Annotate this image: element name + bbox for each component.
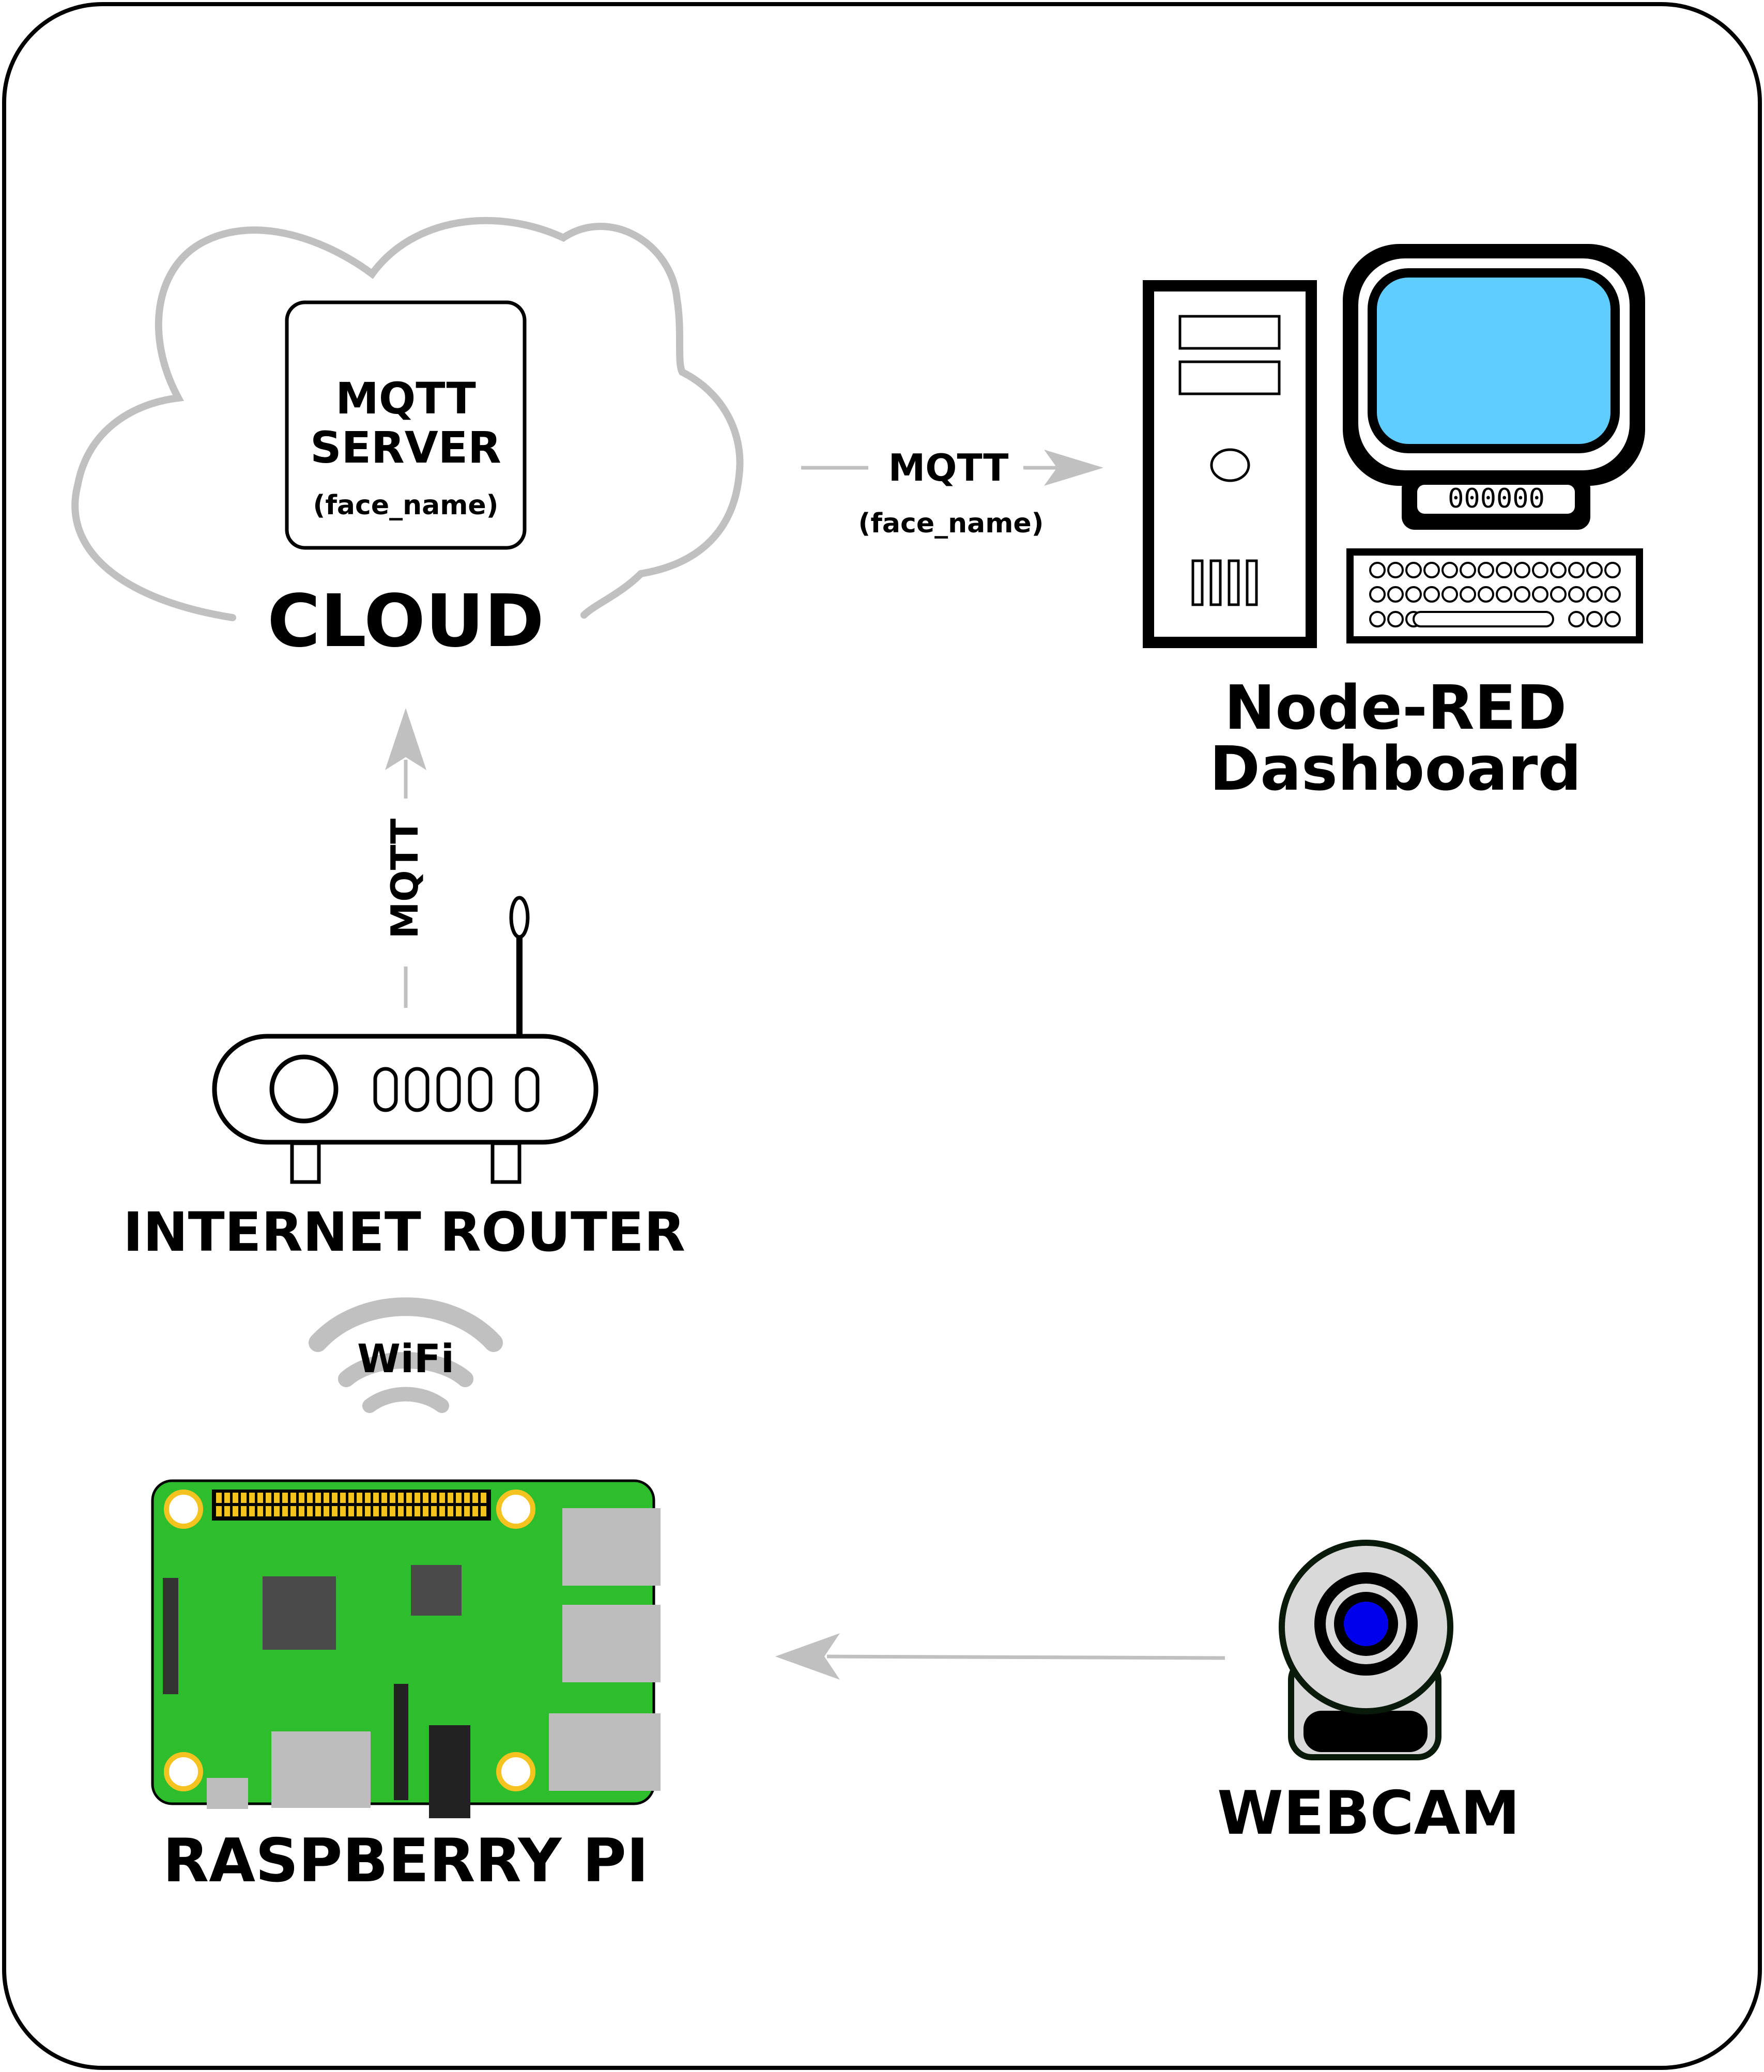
webcam-lens (1344, 1602, 1388, 1646)
mqtt-server-line2: SERVER (310, 422, 501, 473)
cloud-icon (71, 217, 744, 621)
vent-slot (1246, 559, 1258, 606)
webcam-icon: WEBCAM (1217, 1540, 1520, 1848)
pi-usb-port (562, 1605, 661, 1682)
pi-camera-connector (394, 1684, 408, 1800)
pi-power-port (207, 1778, 248, 1809)
dashboard-label-line1: Node-RED (1224, 672, 1567, 743)
vent-slot (1228, 559, 1240, 606)
arrow-line (826, 1654, 1225, 1660)
pi-display-connector (163, 1578, 178, 1694)
webcam-label: WEBCAM (1217, 1778, 1520, 1848)
router-label: INTERNET ROUTER (123, 1201, 685, 1264)
pi-audio-jack (429, 1725, 470, 1818)
vent-slot (1209, 559, 1222, 606)
wifi-arc-bottom (362, 1387, 449, 1413)
webcam-to-pi-link (775, 1633, 1225, 1680)
router-foot (290, 1141, 321, 1184)
vent-slot (1191, 559, 1204, 606)
computer-icon: 000000 Node-RED Dashboard (1143, 244, 1645, 804)
pi-hdmi-port (271, 1731, 371, 1808)
pi-usb-port (562, 1508, 661, 1586)
router-leds (373, 1067, 540, 1112)
power-button (1210, 448, 1250, 482)
mqtt-topic-label: (face_name) (858, 508, 1044, 539)
keyboard-keys (1369, 562, 1621, 627)
mqtt-protocol-label-vertical: MQTT (383, 819, 426, 939)
monitor-keypad: 000000 (1448, 483, 1545, 514)
arrow-head (385, 708, 426, 770)
arrow-head (1044, 450, 1103, 486)
arrow-head (775, 1633, 840, 1680)
webcam-base (1303, 1711, 1428, 1752)
router-to-cloud-link: MQTT (383, 708, 426, 1008)
pi-mount-holes (164, 1490, 535, 1791)
drive-bay (1178, 315, 1281, 350)
router-icon: INTERNET ROUTER (123, 896, 685, 1264)
dashboard-label-line2: Dashboard (1209, 733, 1582, 804)
cloud-label: CLOUD (267, 579, 544, 664)
monitor-screen (1368, 268, 1620, 453)
pi-soc-chip (263, 1576, 336, 1650)
router-foot (490, 1141, 521, 1184)
wifi-icon: WiFi (309, 1297, 503, 1413)
pi-ethernet-port (549, 1713, 661, 1791)
raspberry-pi-label: RASPBERRY PI (163, 1826, 649, 1896)
monitor-base-inner (1417, 485, 1575, 514)
drive-bay (1178, 360, 1281, 395)
wifi-label: WiFi (357, 1336, 454, 1382)
pi-gpio-pins (216, 1493, 486, 1516)
mqtt-server-topic: (face_name) (313, 490, 499, 521)
raspberry-pi-icon: RASPBERRY PI (151, 1479, 661, 1896)
cloud-node: MQTT SERVER (face_name) CLOUD (71, 217, 744, 664)
mqtt-server-line1: MQTT (335, 373, 476, 424)
router-antenna-tip (509, 896, 530, 939)
pi-ram-chip (411, 1565, 462, 1616)
router-indicator (269, 1054, 339, 1124)
mqtt-server-box (285, 300, 527, 550)
mqtt-protocol-label: MQTT (888, 446, 1009, 489)
wifi-arc-inner (338, 1352, 473, 1387)
wifi-arc-outer (309, 1297, 503, 1352)
cloud-to-dashboard-link: MQTT (face_name) (801, 446, 1103, 539)
